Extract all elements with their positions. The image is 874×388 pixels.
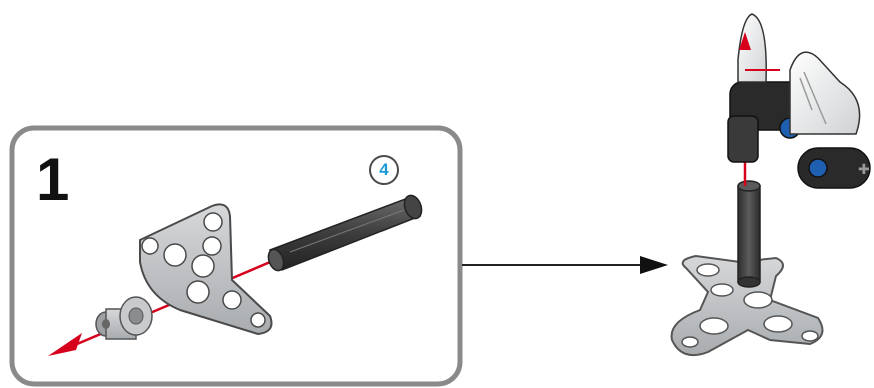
motor-assembly-icon: ✚ (728, 14, 870, 188)
step-number: 1 (36, 150, 69, 210)
svg-text:✚: ✚ (858, 162, 870, 178)
quantity-badge: 4 (369, 155, 399, 185)
vertical-axle-icon (738, 181, 760, 287)
flow-arrow-icon (462, 256, 668, 274)
